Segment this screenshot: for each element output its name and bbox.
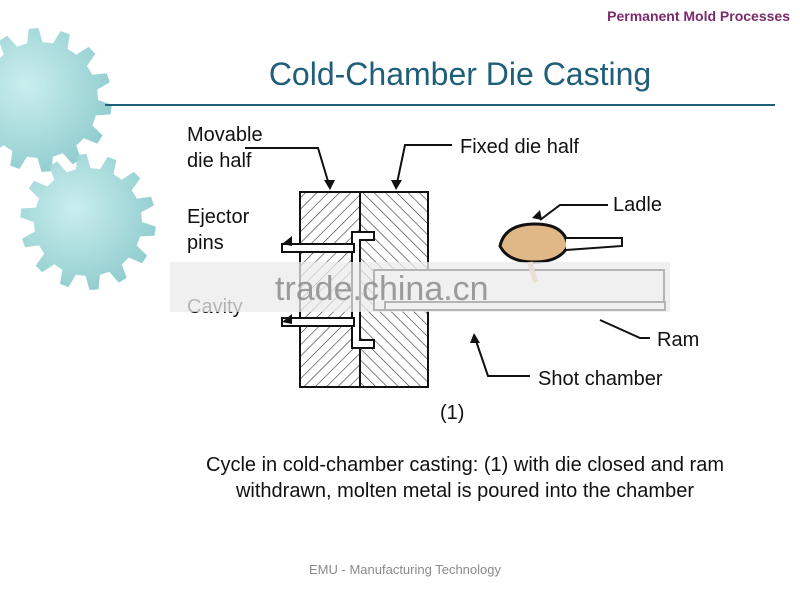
watermark-band [170, 262, 670, 312]
slide-footer: EMU - Manufacturing Technology [309, 562, 501, 577]
watermark-text: trade.china.cn [275, 270, 489, 308]
gear-shape [20, 154, 156, 290]
label-ram: Ram [657, 329, 700, 351]
gear-icon [20, 154, 156, 290]
leader-lines [245, 144, 650, 377]
title-underline [105, 104, 775, 106]
arrowheads [282, 180, 542, 343]
label-ejector-pins: Ejector pins [187, 206, 250, 254]
ejector-pin [281, 243, 355, 253]
label-movable-die-half: Movable die half [187, 124, 263, 172]
slide-caption: Cycle in cold-chamber casting: (1) with … [206, 454, 724, 502]
section-title: Permanent Mold Processes [607, 8, 790, 24]
slide-title: Cold-Chamber Die Casting [268, 56, 652, 92]
ejector-pin [281, 317, 355, 327]
label-step-number: (1) [440, 402, 465, 424]
gear-icon [0, 28, 112, 172]
label-ladle: Ladle [613, 194, 662, 216]
label-fixed-die-half: Fixed die half [460, 136, 579, 158]
label-shot-chamber: Shot chamber [538, 368, 663, 390]
gear-decoration [0, 28, 156, 290]
cavity [351, 231, 375, 349]
gear-shape [0, 28, 112, 172]
